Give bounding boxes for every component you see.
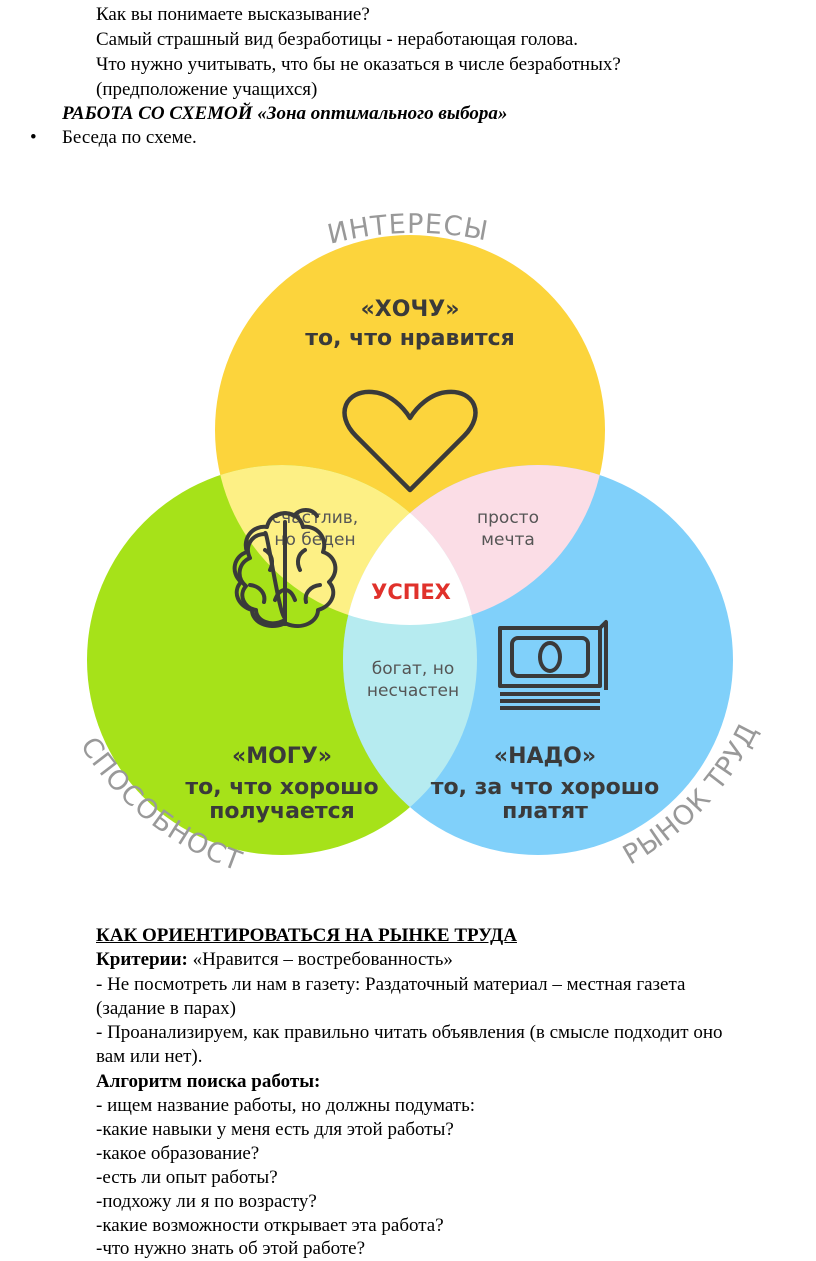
section-title: КАК ОРИЕНТИРОВАТЬСЯ НА РЫНКЕ ТРУДА [96,925,517,946]
money-icon [498,620,608,710]
brain-icon [237,531,287,626]
zone-label-dream-2: мечта [481,530,535,550]
zone-label-dream-1: просто [477,508,539,528]
criteria-label: Критерии: [96,949,188,970]
paragraph-2a: - Проанализируем, как правильно читать о… [96,1022,723,1043]
scheme-heading: РАБОТА СО СХЕМОЙ «Зона оптимального выбо… [62,103,508,124]
can-subtitle-1: то, что хорошо [185,775,378,800]
list-item: -какое образование? [96,1143,260,1164]
can-title: «МОГУ» [232,744,332,769]
success-label: УСПЕХ [371,580,451,604]
list-item: -какие возможности открывает эта работа? [96,1215,444,1236]
zone-label-rich-2: несчастен [367,681,459,701]
algorithm-title: Алгоритм поиска работы: [96,1071,321,1092]
heart-icon [342,389,478,493]
must-title: «НАДО» [494,744,596,769]
want-title: «ХОЧУ» [361,297,460,322]
can-subtitle-2: получается [209,799,355,824]
list-item: - ищем название работы, но должны подума… [96,1095,476,1116]
question-text: Как вы понимаете высказывание? [96,4,370,25]
must-subtitle-2: платят [502,799,588,824]
zone-label-rich-1: богат, но [372,659,454,679]
list-item: -какие навыки у меня есть для этой работ… [96,1119,454,1140]
paragraph-1a: - Не посмотреть ли нам в газету: Раздато… [96,974,686,995]
bullet-text: Беседа по схеме. [62,127,197,148]
list-item: -есть ли опыт работы? [96,1167,278,1188]
paragraph-1b: (задание в парах) [96,998,236,1019]
paragraph-2b: вам или нет). [96,1046,203,1067]
list-item: -что нужно знать об этой работе? [96,1238,366,1259]
want-subtitle: то, что нравится [305,326,515,351]
question-text-2: Что нужно учитывать, что бы не оказаться… [96,54,621,75]
bullet-marker: • [30,127,37,148]
venn-diagram: ИНТЕРЕСЫ СПОСОБНОСТИ РЫНОК ТРУДА «ХОЧУ» … [60,200,764,878]
must-subtitle-1: то, за что хорошо [431,775,659,800]
brain-outline [232,508,338,629]
student-guess-note: (предположение учащихся) [96,79,318,100]
criteria-line: Критерии: «Нравится – востребованность» [96,948,453,971]
zone-success [343,465,477,625]
zone-label-happy-2: но беден [274,530,355,550]
list-item: -подхожу ли я по возрасту? [96,1191,317,1212]
criteria-text: «Нравится – востребованность» [187,949,453,970]
quote-text: Самый страшный вид безработицы - неработ… [96,29,579,50]
